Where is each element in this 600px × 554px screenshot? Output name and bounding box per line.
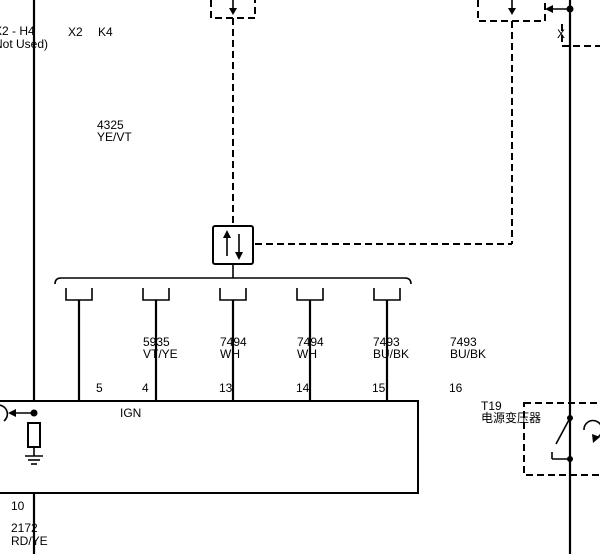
left-junction-dot — [30, 409, 38, 417]
circuit-number: 7494 — [220, 335, 247, 349]
t19-name-label: 电源变压器 — [481, 410, 541, 425]
t19-rotate-icon — [583, 419, 600, 439]
pin-number: 13 — [219, 381, 233, 395]
pin-number: 16 — [449, 381, 463, 395]
top-right-down-arrow-icon — [508, 0, 516, 15]
wire-2172-color: RD/YE — [11, 534, 48, 548]
right-edge-dashed-connector — [561, 24, 600, 47]
circuit-number: 7493 — [450, 335, 477, 349]
resistor-icon — [27, 422, 41, 448]
terminal-bracket — [65, 288, 93, 301]
terminal-bracket — [219, 288, 247, 301]
t19-label: T19 — [481, 399, 502, 413]
circuit-color: WH — [297, 347, 317, 361]
t19-rotate-arrowhead — [592, 434, 600, 443]
not-used-label: (Not Used) — [0, 37, 48, 51]
circuits-layer: 55935VT/YE47494WH137494WH147493BU/BK1574… — [65, 288, 486, 433]
left-wire-arrow-icon — [8, 409, 34, 417]
bidirectional-arrows-icon — [223, 230, 243, 260]
module-body — [0, 400, 419, 494]
right-junction-dot — [566, 5, 574, 13]
terminal-bracket — [142, 288, 170, 301]
ground-icon — [25, 447, 43, 465]
top-center-down-arrow-icon — [229, 0, 237, 15]
wire-4325-number: 4325 — [97, 118, 124, 132]
pin-number: 14 — [296, 381, 310, 395]
ign-label: IGN — [120, 406, 141, 420]
circuit-color: WH — [220, 347, 240, 361]
left-partial-circle-icon — [0, 404, 9, 422]
t19-dashed-box — [523, 402, 600, 476]
pin-number: 15 — [372, 381, 386, 395]
terminal-bracket — [373, 288, 401, 301]
connector-x2-h4-label: X2 - H4 — [0, 24, 35, 38]
k4-label: K4 — [98, 25, 113, 39]
circuit-color: BU/BK — [373, 347, 409, 361]
ground-pin-number: 10 — [11, 499, 25, 513]
circuit-number: 7494 — [297, 335, 324, 349]
pin-number: 5 — [96, 381, 103, 395]
right-edge-connector-x: X — [557, 27, 565, 41]
circuit-number: 7493 — [373, 335, 400, 349]
bidirectional-connector-box — [212, 225, 254, 265]
circuit-1: 5 — [65, 288, 103, 401]
pin-number: 4 — [142, 381, 149, 395]
circuit-color: VT/YE — [143, 347, 178, 361]
circuit-number: 5935 — [143, 335, 170, 349]
splice-bracket — [54, 277, 412, 285]
circuit-color: BU/BK — [450, 347, 486, 361]
wire-2172-number: 2172 — [11, 521, 38, 535]
wire-4325-color: YE/VT — [97, 130, 132, 144]
terminal-bracket — [296, 288, 324, 301]
right-left-arrow-icon — [545, 5, 570, 13]
x2-label: X2 — [68, 25, 83, 39]
t19-switch-icon — [551, 415, 573, 462]
